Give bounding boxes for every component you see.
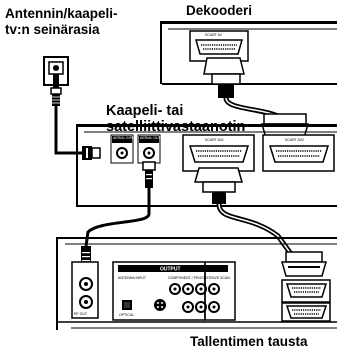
recorder-scart-plug (281, 251, 327, 277)
aerial-input-label: AERIAL INPUT (113, 136, 138, 140)
antenna-cable (54, 106, 82, 155)
recorder-back-panel: RF OUT OUTPUT ANTENNA INPUT COMPONENT / … (56, 237, 337, 330)
output-header: OUTPUT (160, 267, 181, 273)
rf-in-label: ANTENNA INPUT (118, 276, 147, 280)
receiver-scart1-plug (194, 167, 243, 204)
antenna-plug (82, 146, 101, 160)
decoder-box: SCART AV (160, 21, 337, 85)
receiver-scart2-label: SCART AV2 (285, 138, 304, 142)
receiver-scart1-label: SCART AV1 (205, 138, 224, 142)
recorder-scart-cable (216, 203, 297, 260)
decoder-scart-label: SCART AV (205, 33, 223, 37)
wall-socket-label: Antennin/kaapeli- tv:n seinärasia (5, 6, 155, 38)
receiver-label-line1: Kaapeli- tai (106, 103, 184, 119)
decoder-label: Dekooderi (186, 3, 253, 18)
rf-out-label: RF OUT (74, 312, 88, 316)
optical-label: OPTICAL (119, 313, 134, 317)
recorder-back-label: Tallentimen tausta (190, 334, 308, 349)
aerial-output-cable (84, 188, 151, 247)
component-label: COMPONENT / PROGRESSIVE SCAN (168, 276, 230, 280)
receiver-box: AERIAL INPUT AERIAL OUTPUT SCART AV1 SCA… (76, 124, 337, 207)
aerial-output-label: AERIAL OUTPUT (140, 136, 169, 140)
decoder-scart-plug (203, 57, 245, 98)
wall-socket-label-line2: tv:n seinärasia (5, 22, 100, 37)
aerial-output-plug (142, 161, 156, 188)
wall-socket-label-line1: Antennin/kaapeli- (5, 6, 118, 21)
wall-socket (43, 56, 69, 106)
